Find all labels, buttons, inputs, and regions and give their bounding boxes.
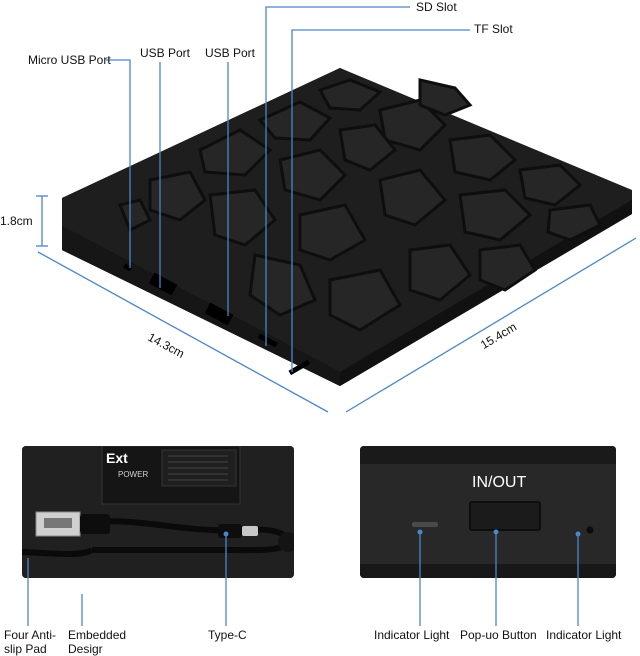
front-panel-illustration [360,446,616,578]
callout-lines-bottom [27,529,581,626]
dimension-lines [36,195,637,413]
sticker-line: POWER [118,470,149,479]
device-ports [123,263,311,376]
embedded-label: Embedded Desigr [68,628,127,656]
stone-texture [117,78,603,332]
tf-slot-label: TF Slot [474,22,513,36]
height-dimension: 1.8cm [0,214,33,228]
popup-button-label: Pop-uo Button [460,628,537,642]
four-anti-slip-label: Four Anti- slip Pad [4,628,57,656]
micro-usb-label: Micro USB Port [28,53,111,67]
bottom-left-panel: Ext POWER [22,446,294,578]
callout-lines-top [106,6,470,372]
usb-port-2-label: USB Port [205,46,256,60]
bottom-right-panel: IN/OUT [360,446,616,578]
indicator-light-right-label: Indicator Light [546,628,622,642]
type-c-label: Type-C [208,628,247,642]
cable-illustration [22,446,294,578]
in-out-label: IN/OUT [472,474,527,491]
indicator-light-left-label: Indicator Light [374,628,450,642]
usb-port-1-label: USB Port [140,46,191,60]
sticker-title: Ext [106,450,128,466]
sd-slot-label: SD Slot [416,0,457,14]
device-illustration [36,6,637,413]
